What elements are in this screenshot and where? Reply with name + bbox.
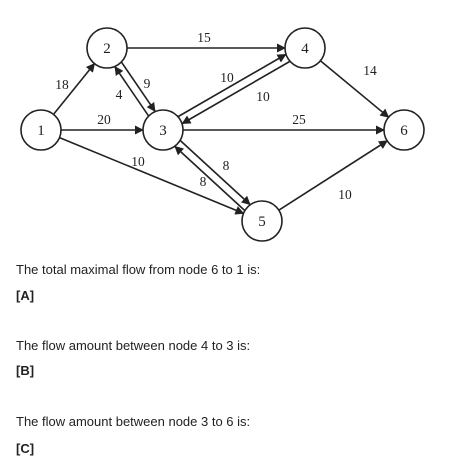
- edge-arrow-4-to-3: [181, 60, 291, 125]
- edge-arrow-3-to-4: [177, 53, 287, 118]
- node-5: 5: [241, 200, 283, 242]
- node-label-3: 3: [159, 123, 167, 139]
- edge-capacity-3-to-6: 25: [292, 112, 306, 127]
- edge-arrow-5-to-3: [174, 145, 246, 211]
- node-circle-1: [20, 109, 62, 151]
- edge-capacity-3-to-5: 8: [223, 158, 230, 173]
- edge-arrow-5-to-6: [278, 140, 388, 211]
- edge-capacity-5-to-3: 8: [200, 174, 207, 189]
- edge-arrow-3-to-5: [179, 140, 251, 206]
- node-3: 3: [142, 109, 184, 151]
- node-label-6: 6: [400, 123, 408, 139]
- node-circle-6: [383, 109, 425, 151]
- edge-capacity-3-to-2: 4: [116, 87, 123, 102]
- answer-blank-b[interactable]: [B]: [16, 363, 35, 378]
- node-4: 4: [284, 27, 326, 69]
- answer-blank-a[interactable]: [A]: [16, 288, 35, 303]
- node-label-1: 1: [37, 123, 45, 139]
- edge-capacity-3-to-4: 10: [220, 70, 234, 85]
- edge-capacity-1-to-3: 20: [97, 112, 111, 127]
- edge-arrow-1-to-5: [59, 136, 245, 215]
- node-circle-4: [284, 27, 326, 69]
- node-2: 2: [86, 27, 128, 69]
- node-label-2: 2: [103, 41, 111, 57]
- edge-capacity-1-to-2: 18: [55, 77, 69, 92]
- node-label-5: 5: [258, 214, 266, 230]
- edge-capacity-2-to-3: 9: [144, 76, 151, 91]
- node-1: 1: [20, 109, 62, 151]
- flow-network-diagram: 1 2 3 4 5 6 18 20 10 15 9 4 10 10 25 8 8 14 10: [20, 27, 425, 242]
- question-1-text: The total maximal flow from node 6 to 1 …: [16, 262, 261, 277]
- edge-arrow-3-to-2: [114, 66, 150, 117]
- node-circle-3: [142, 109, 184, 151]
- edge-capacity-5-to-6: 10: [338, 187, 352, 202]
- edge-arrow-1-to-2: [52, 62, 96, 115]
- question-2-text: The flow amount between node 4 to 3 is:: [16, 338, 251, 353]
- edge-capacity-4-to-6: 14: [363, 63, 377, 78]
- node-label-4: 4: [301, 41, 309, 57]
- node-circle-5: [241, 200, 283, 242]
- question-3-text: The flow amount between node 3 to 6 is:: [16, 414, 251, 429]
- edge-capacity-4-to-3: 10: [256, 89, 270, 104]
- edge-arrow-4-to-6: [319, 60, 390, 118]
- edge-capacity-1-to-5: 10: [131, 154, 145, 169]
- edge-capacity-2-to-4: 15: [197, 30, 211, 45]
- node-6: 6: [383, 109, 425, 151]
- edge-arrow-2-to-3: [120, 61, 156, 112]
- answer-blank-c[interactable]: [C]: [16, 441, 35, 456]
- node-circle-2: [86, 27, 128, 69]
